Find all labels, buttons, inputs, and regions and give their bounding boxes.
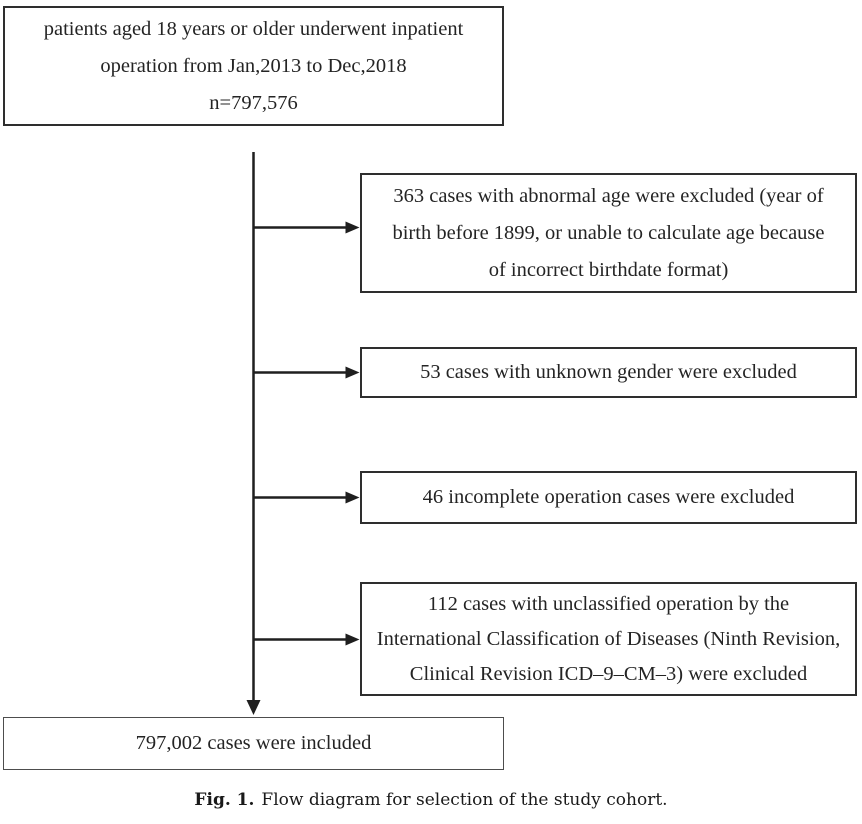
figure-caption-label: Fig. 1.: [194, 790, 255, 810]
included-cases-box: 797,002 cases were included: [3, 717, 504, 770]
exclusion-text-line: birth before 1899, or unable to calculat…: [392, 221, 825, 244]
exclusion-text-line: 363 cases with abnormal age were exclude…: [393, 184, 824, 207]
right-arrowhead-icon-2: [345, 366, 360, 379]
cohort-source-box: patients aged 18 years or older underwen…: [3, 6, 504, 126]
included-cases-line: 797,002 cases were included: [135, 732, 372, 754]
cohort-source-line: patients aged 18 years or older underwen…: [43, 17, 464, 40]
down-arrowhead-icon: [246, 700, 261, 715]
right-arrowhead-icon-4: [345, 633, 360, 646]
exclusion-text-line: International Classification of Diseases…: [376, 627, 841, 650]
exclusion-box-unclassified-operation: 112 cases with unclassified operation by…: [360, 582, 857, 696]
exclusion-box-incomplete-operation: 46 incomplete operation cases were exclu…: [360, 471, 857, 524]
cohort-source-line: n=797,576: [209, 91, 298, 114]
exclusion-box-unknown-gender: 53 cases with unknown gender were exclud…: [360, 347, 857, 398]
exclusion-box-abnormal-age: 363 cases with abnormal age were exclude…: [360, 173, 857, 293]
exclusion-text-line: of incorrect birthdate format): [488, 258, 729, 281]
right-arrowhead-icon-1: [345, 221, 360, 234]
figure-caption: Fig. 1. Flow diagram for selection of the…: [0, 790, 862, 810]
exclusion-text-line: 46 incomplete operation cases were exclu…: [422, 486, 795, 508]
right-arrowhead-icon-3: [345, 491, 360, 504]
exclusion-text-line: Clinical Revision ICD–9–CM–3) were exclu…: [409, 662, 808, 685]
exclusion-text-line: 53 cases with unknown gender were exclud…: [420, 361, 797, 383]
exclusion-text-line: 112 cases with unclassified operation by…: [427, 592, 790, 615]
cohort-source-line: operation from Jan,2013 to Dec,2018: [100, 54, 407, 77]
figure-caption-text: Flow diagram for selection of the study …: [261, 790, 668, 810]
